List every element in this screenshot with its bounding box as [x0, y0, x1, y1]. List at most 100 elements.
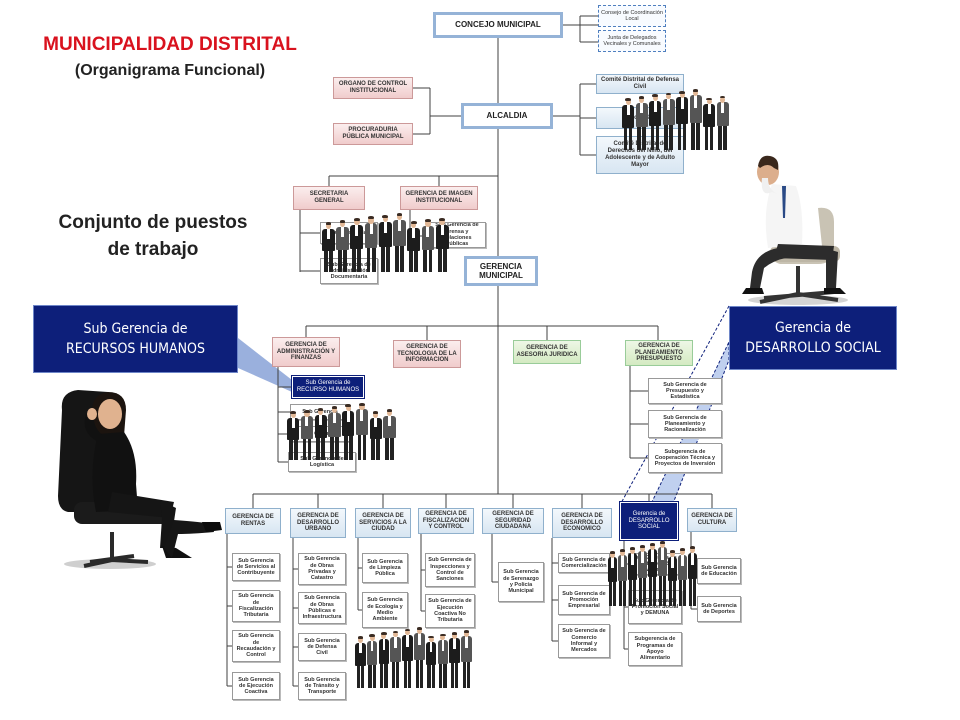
sg-recursos-humanos-box[interactable]: Sub Gerencia de RECURSO HUMANOS: [291, 375, 365, 399]
person-figure: [322, 221, 335, 272]
gerencia-tecnologia-box: GERENCIA DE TECNOLOGIA DE LA INFORMACION: [393, 340, 461, 368]
person-figure: [378, 214, 392, 272]
sg-servicios-1-box: Sub Gerencia de Limpieza Pública: [362, 553, 408, 583]
sg-urbano-2-box: Sub Gerencia de Obras Públicas e Infraes…: [298, 592, 346, 624]
alcaldia-box: ALCALDIA: [461, 103, 553, 129]
connector-line: [619, 305, 730, 506]
person-figure: [425, 635, 437, 688]
sg-presupuesto-box: Sub Gerencia de Presupuesto y Estadístic…: [648, 378, 722, 404]
people-group-servicios: [355, 626, 473, 688]
gerencia-cultura-box: GERENCIA DE CULTURA: [687, 508, 737, 532]
person-figure: [402, 628, 413, 688]
consejo-coordinacion-box: Consejo de Coordinación Local: [598, 5, 666, 27]
sg-fiscalizacion-2-box: Sub Gerencia de Ejecución Coactiva No Tr…: [425, 594, 475, 628]
sg-cooperacion-box: Subgerencia de Cooperación Técnica y Pro…: [648, 443, 722, 473]
person-figure: [678, 548, 687, 606]
person-figure: [328, 406, 341, 460]
people-group-secretaria: [322, 212, 450, 272]
gerencia-planeamiento-box: GERENCIA DE PLANEAMIENTO PRESUPUESTO: [625, 340, 693, 366]
person-figure: [364, 216, 378, 272]
sg-urbano-4-box: Sub Gerencia de Tránsito y Transporte: [298, 672, 346, 700]
page-subtitle: (Organigrama Funcional): [74, 62, 266, 79]
gerencia-desarrollo-social-box[interactable]: Gerencia de DESARROLLO SOCIAL: [619, 501, 679, 541]
junta-delegados-box: Junta de Delegados Vecinales y Comunales: [598, 30, 666, 52]
gerencia-imagen-box: GERENCIA DE IMAGEN INSTITUCIONAL: [400, 186, 478, 210]
sg-cultura-1-box: Sub Gerencia de Educación: [697, 558, 741, 584]
sg-economico-3-box: Sub Gerencia de Comercio Informal y Merc…: [558, 624, 610, 658]
seated-woman-illustration: [58, 390, 222, 569]
organo-control-box: ORGANO DE CONTROL INSTITUCIONAL: [333, 77, 413, 99]
sg-social-3-box: Subgerencia de Programas de Apoyo Alimen…: [628, 632, 682, 666]
person-figure: [437, 633, 449, 688]
gerencia-rentas-box: GERENCIA DE RENTAS: [225, 508, 281, 534]
person-figure: [662, 92, 675, 150]
gerencia-desarrollo-economico-box: GERENCIA DE DESARROLLO ECONOMICO: [552, 508, 612, 538]
callout-recursos-humanos[interactable]: Sub Gerencia de RECURSOS HUMANOS: [33, 305, 238, 373]
sg-rentas-4-box: Sub Gerencia de Ejecución Coactiva: [232, 672, 280, 700]
gerencia-servicios-box: GERENCIA DE SERVICIOS A LA CIUDAD: [355, 508, 411, 538]
sg-rentas-2-box: Sub Gerencia de Fiscalización Tributaria: [232, 590, 280, 622]
person-figure: [342, 404, 355, 460]
people-group-administracion: [287, 402, 397, 460]
person-figure: [658, 540, 667, 606]
people-group-comites: [622, 88, 730, 150]
person-figure: [300, 409, 314, 460]
person-figure: [635, 96, 648, 150]
sg-planeamiento-box: Sub Gerencia de Planeamiento y Racionali…: [648, 410, 722, 438]
comite-defensa-civil-box: Comité Distrital de Defensa Civil: [596, 74, 684, 94]
person-figure: [369, 410, 382, 460]
person-figure: [703, 97, 716, 150]
person-figure: [649, 94, 662, 150]
person-figure: [618, 548, 627, 606]
sg-seguridad-1-box: Sub Gerencia de Serenazgo y Policía Muni…: [498, 562, 544, 602]
person-figure: [350, 218, 364, 272]
sg-servicios-2-box: Sub Gerencia de Ecología y Medio Ambient…: [362, 592, 408, 628]
procuraduria-box: PROCURADURIA PÚBLICA MUNICIPAL: [333, 123, 413, 145]
person-figure: [414, 626, 425, 688]
sg-cultura-2-box: Sub Gerencia de Deportes: [697, 596, 741, 622]
gerencia-administracion-box: GERENCIA DE ADMINISTRACIÓN Y FINANZAS: [272, 337, 340, 367]
gerencia-municipal-box: GERENCIA MUNICIPAL: [464, 256, 538, 286]
person-figure: [314, 407, 327, 460]
person-figure: [716, 95, 729, 150]
sg-urbano-3-box: Sub Gerencia de Defensa Civil: [298, 633, 346, 661]
person-figure: [688, 546, 697, 606]
sg-urbano-1-box: Sub Gerencia de Obras Privadas y Catastr…: [298, 553, 346, 585]
sg-fiscalizacion-1-box: Sub Gerencia de Inspecciones y Control d…: [425, 553, 475, 587]
person-figure: [689, 88, 702, 150]
secretaria-general-box: SECRETARIA GENERAL: [293, 186, 365, 210]
person-figure: [336, 220, 350, 272]
gerencia-fiscalizacion-box: GERENCIA DE FISCALIZACION Y CONTROL: [418, 508, 474, 534]
seated-man-illustration: [742, 155, 848, 305]
concejo-municipal-box: CONCEJO MUNICIPAL: [433, 12, 563, 38]
person-figure: [449, 631, 460, 688]
person-figure: [378, 632, 390, 688]
person-figure: [622, 98, 635, 150]
person-figure: [390, 630, 401, 688]
person-figure: [355, 636, 366, 688]
person-figure: [668, 550, 677, 606]
person-figure: [676, 90, 689, 150]
person-figure: [355, 402, 369, 460]
person-figure: [638, 544, 647, 606]
concept-label: Conjunto de puestos de trabajo: [58, 212, 248, 260]
person-figure: [407, 221, 421, 272]
gerencia-seguridad-box: GERENCIA DE SEGURIDAD CIUDADANA: [482, 508, 544, 534]
person-figure: [435, 217, 449, 272]
person-figure: [648, 542, 657, 606]
callout-desarrollo-social[interactable]: Gerencia de DESARROLLO SOCIAL: [729, 306, 897, 370]
person-figure: [461, 629, 472, 688]
person-figure: [366, 634, 378, 688]
person-figure: [393, 212, 406, 272]
sg-rentas-3-box: Sub Gerencia de Recaudación y Control: [232, 630, 280, 662]
person-figure: [628, 546, 637, 606]
sg-economico-1-box: Sub Gerencia de Comercialización: [558, 553, 610, 573]
sg-rentas-1-box: Sub Gerencia de Servicios al Contribuyen…: [232, 553, 280, 581]
person-figure: [608, 550, 617, 606]
people-group-desarrollo-social: [608, 540, 698, 606]
person-figure: [383, 409, 396, 460]
person-figure: [287, 411, 300, 460]
page-title: MUNICIPALIDAD DISTRITAL: [43, 34, 297, 55]
sg-economico-2-box: Sub Gerencia de Promoción Empresarial: [558, 585, 610, 615]
